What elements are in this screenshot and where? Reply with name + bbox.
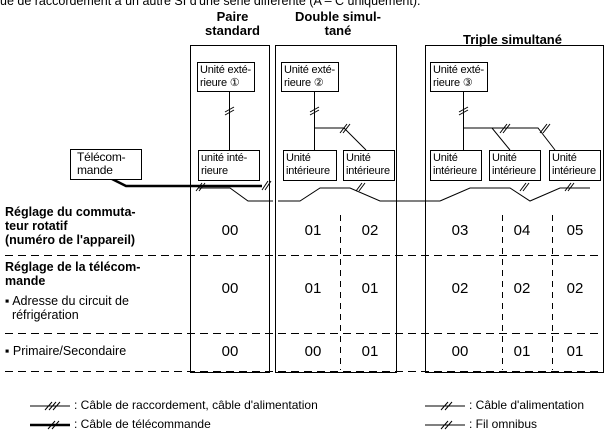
row-label-rotary-switch: Réglage du commuta- teur rotatif (numéro…: [5, 205, 136, 247]
value-rotary-triple-3: 05: [566, 222, 584, 239]
header-double-simultaneous: Double simul- tané: [295, 9, 381, 38]
frame-pair: [190, 45, 270, 373]
row-label-remote-setting: Réglage de la télécom- mande: [5, 260, 141, 288]
frame-double: [275, 45, 397, 373]
legend-power-cable: : Câble d'alimentation: [469, 398, 585, 412]
indoor-unit-double-2: Unité intérieure: [343, 150, 395, 181]
value-circuit-triple-2: 02: [513, 280, 531, 297]
legend-bus-wire: : Fil omnibus: [469, 417, 538, 431]
indoor-unit-triple-3: Unité intérieure: [549, 150, 601, 181]
outdoor-unit-3: Unité exté- rieure ③: [430, 62, 488, 92]
value-primary-double-2: 01: [361, 343, 379, 360]
row-label-primary-secondary: ▪ Primaire/Secondaire: [5, 344, 127, 358]
intro-text: ue de raccordement à un autre SI d'une s…: [0, 0, 421, 8]
value-circuit-triple-1: 02: [451, 280, 469, 297]
value-circuit-triple-3: 02: [566, 280, 584, 297]
value-primary-triple-2: 01: [513, 343, 531, 360]
indoor-unit-pair: unité inté- rieure: [198, 150, 260, 181]
value-rotary-double-1: 01: [304, 222, 322, 239]
value-circuit-double-2: 01: [361, 280, 379, 297]
value-rotary-double-2: 02: [361, 222, 379, 239]
value-rotary-triple-1: 03: [451, 222, 469, 239]
remote-control-box: Télécom- mande: [70, 149, 142, 180]
value-circuit-pair: 00: [221, 280, 239, 297]
indoor-unit-triple-1: Unité intérieure: [430, 150, 482, 181]
header-pair-standard: Paire standard: [205, 9, 260, 38]
value-rotary-triple-2: 04: [513, 222, 531, 239]
indoor-unit-triple-2: Unité intérieure: [489, 150, 541, 181]
value-primary-double-1: 00: [304, 343, 322, 360]
legend-remote-cable: : Câble de télécommande: [74, 417, 211, 431]
indoor-unit-double-1: Unité intérieure: [283, 150, 337, 181]
outdoor-unit-2: Unité exté- rieure ②: [281, 62, 339, 92]
outdoor-unit-1: Unité exté- rieure ①: [197, 62, 255, 92]
value-circuit-double-1: 01: [304, 280, 322, 297]
legend-connection-cable: : Câble de raccordement, câble d'aliment…: [74, 398, 318, 412]
row-label-circuit-address: ▪ Adresse du circuit de réfrigération: [5, 294, 129, 322]
value-primary-pair: 00: [221, 343, 239, 360]
header-triple-simultaneous: Triple simultané: [463, 32, 562, 47]
value-rotary-pair: 00: [221, 222, 239, 239]
value-primary-triple-1: 00: [451, 343, 469, 360]
frame-triple: [425, 45, 604, 373]
value-primary-triple-3: 01: [566, 343, 584, 360]
